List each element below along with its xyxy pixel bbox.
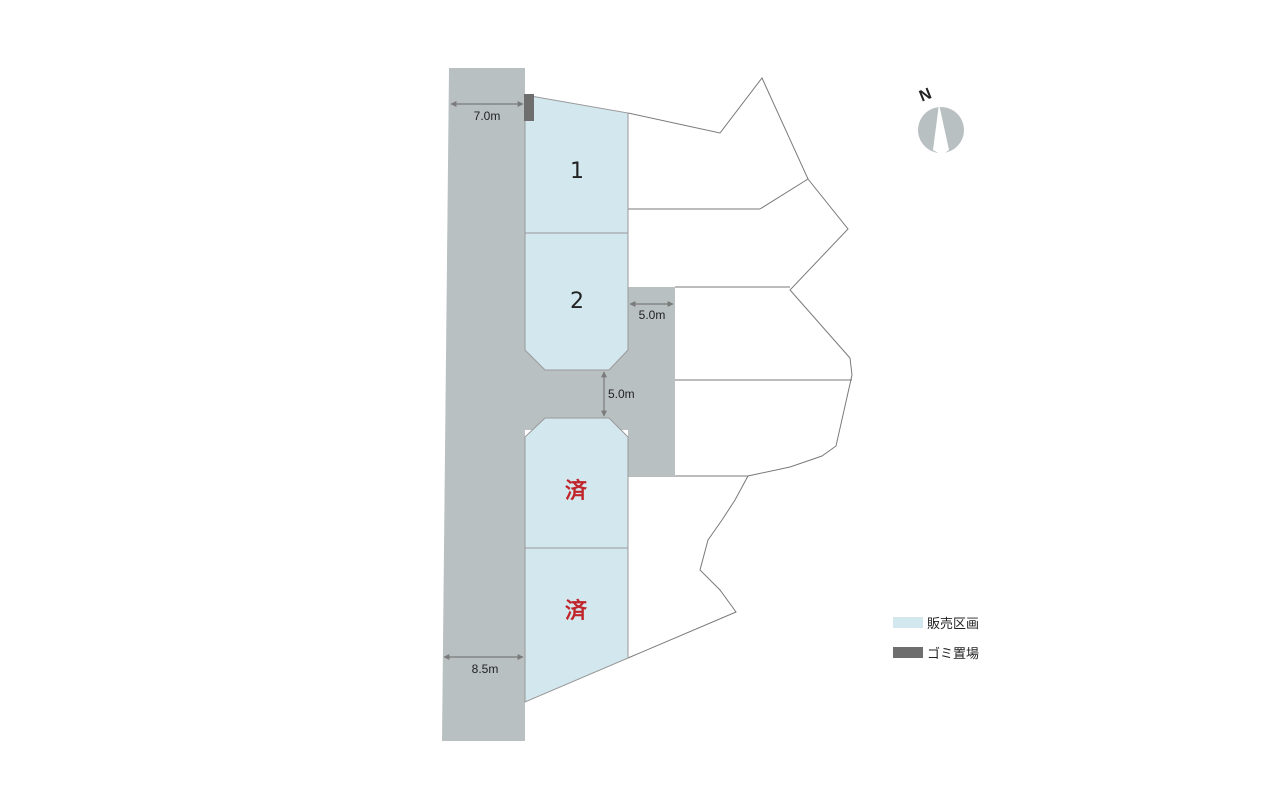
lot-2[interactable] — [524, 232, 629, 371]
lot-label: 1 — [570, 159, 584, 184]
garbage-area-swatch — [893, 646, 923, 658]
dimension-lines — [443, 101, 674, 660]
road-top-width: 7.0m — [474, 109, 501, 123]
garbage-area — [524, 94, 534, 121]
legend: 販売区画 ゴミ置場 — [893, 612, 979, 672]
legend-label: ゴミ置場 — [927, 646, 980, 662]
main-road — [442, 68, 525, 741]
legend-item-garbage: ゴミ置場 — [893, 642, 979, 662]
lot-4[interactable] — [524, 547, 629, 703]
sale-area-swatch — [893, 616, 923, 628]
side-road-width: 5.0m — [639, 308, 666, 322]
gap-width: 5.0m — [608, 387, 635, 401]
compass: N — [917, 85, 964, 155]
lot-label: 2 — [570, 289, 584, 314]
sold-label: 済 — [565, 598, 588, 624]
legend-label: 販売区画 — [927, 616, 980, 632]
sold-label: 済 — [565, 478, 588, 504]
neighbor-boundary — [759, 178, 809, 210]
compass-needle-icon — [933, 104, 949, 155]
road-bottom-width: 8.5m — [472, 662, 499, 676]
compass-label: N — [917, 85, 934, 105]
legend-item-sale: 販売区画 — [893, 612, 979, 632]
